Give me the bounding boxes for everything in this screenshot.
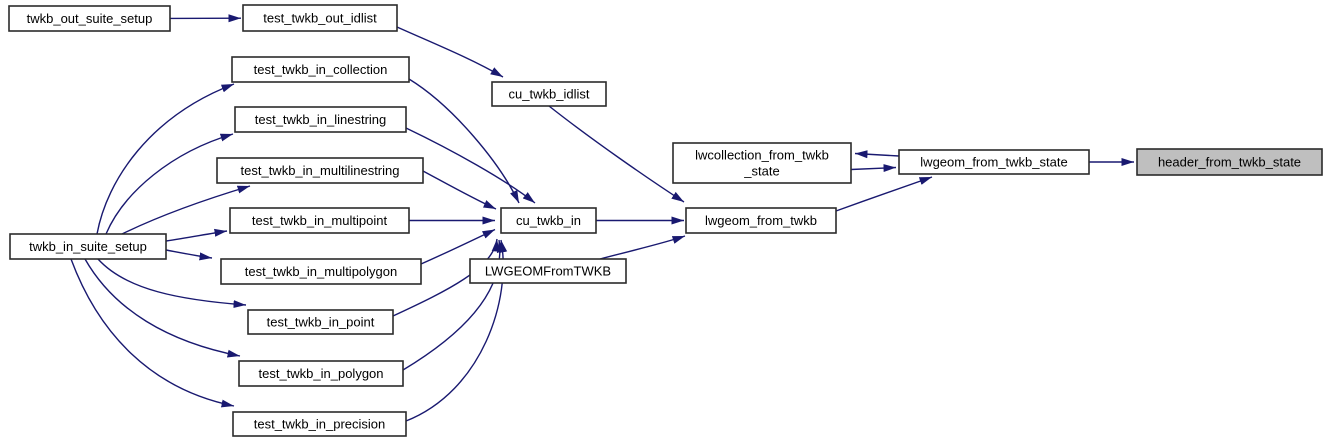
node-label: test_twkb_in_precision: [254, 417, 386, 432]
edge-test_twkb_in_polygon-to-cu_twkb_in: [402, 239, 505, 371]
node-box: [234, 106, 407, 133]
edge-test_twkb_in_point-to-cu_twkb_in: [392, 238, 500, 317]
node-test_twkb_in_multilinestring[interactable]: test_twkb_in_multilinestring: [216, 157, 424, 184]
edge-test_twkb_in_linestring-to-cu_twkb_in: [405, 127, 536, 204]
edge-twkb_in_suite_setup-to-test_twkb_in_multilinestring: [121, 185, 251, 235]
node-box: [469, 258, 627, 284]
node-label: lwgeom_from_twkb: [705, 213, 817, 228]
edge-test_twkb_in_collection-to-cu_twkb_in: [408, 78, 520, 204]
edge-LWGEOMFromTWKB-to-lwgeom_from_twkb: [599, 235, 686, 260]
node-box: [500, 207, 597, 234]
node-header_from_twkb_state: header_from_twkb_state: [1136, 148, 1323, 176]
edge-twkb_in_suite_setup-to-test_twkb_in_multipolygon: [165, 249, 213, 261]
node-box: [229, 207, 410, 234]
node-box: [491, 81, 607, 107]
node-box: [672, 142, 852, 184]
node-test_twkb_in_multipoint[interactable]: test_twkb_in_multipoint: [229, 207, 410, 234]
node-lwgeom_from_twkb_state[interactable]: lwgeom_from_twkb_state: [898, 149, 1090, 175]
node-box-highlighted: [1136, 148, 1323, 176]
edge-twkb_in_suite_setup-to-test_twkb_in_precision: [70, 258, 235, 408]
node-twkb_in_suite_setup[interactable]: twkb_in_suite_setup: [9, 233, 167, 260]
node-test_twkb_in_collection[interactable]: test_twkb_in_collection: [231, 56, 410, 83]
node-box: [8, 5, 171, 32]
node-test_twkb_in_multipolygon[interactable]: test_twkb_in_multipolygon: [220, 258, 422, 285]
node-lwgeom_from_twkb[interactable]: lwgeom_from_twkb: [685, 207, 837, 234]
node-box: [238, 360, 404, 387]
node-label-line1: lwcollection_from_twkb: [695, 148, 829, 163]
node-test_twkb_in_precision[interactable]: test_twkb_in_precision: [232, 411, 407, 437]
node-label: test_twkb_in_multilinestring: [241, 163, 400, 178]
nodes-layer: twkb_out_suite_setup test_twkb_out_idlis…: [8, 4, 1323, 437]
edge-lwcollection_from_twkb_state-to-lwgeom_from_twkb_state: [850, 164, 897, 173]
node-label: test_twkb_in_collection: [254, 62, 388, 77]
node-label: header_from_twkb_state: [1158, 155, 1301, 170]
node-test_twkb_in_point[interactable]: test_twkb_in_point: [247, 309, 394, 335]
edge-lwgeom_from_twkb-to-lwgeom_from_twkb_state: [835, 176, 933, 212]
node-label: LWGEOMFromTWKB: [485, 264, 611, 279]
edge-cu_twkb_idlist-to-lwgeom_from_twkb: [548, 105, 685, 203]
node-box: [231, 56, 410, 83]
node-box: [247, 309, 394, 335]
edge-twkb_in_suite_setup-to-test_twkb_in_multipoint: [165, 228, 228, 242]
node-box: [220, 258, 422, 285]
edge-twkb_in_suite_setup-to-test_twkb_in_polygon: [84, 258, 241, 358]
edge-test_twkb_in_multipolygon-to-cu_twkb_in: [420, 228, 496, 265]
node-box: [242, 4, 398, 32]
node-label: test_twkb_in_multipoint: [252, 213, 388, 228]
node-label: twkb_in_suite_setup: [29, 239, 147, 254]
node-label: test_twkb_out_idlist: [263, 11, 377, 26]
edges-layer: [70, 14, 1134, 422]
node-test_twkb_in_polygon[interactable]: test_twkb_in_polygon: [238, 360, 404, 387]
node-label: lwgeom_from_twkb_state: [920, 155, 1067, 170]
node-cu_twkb_idlist[interactable]: cu_twkb_idlist: [491, 81, 607, 107]
node-twkb_out_suite_setup[interactable]: twkb_out_suite_setup: [8, 5, 171, 32]
node-box: [232, 411, 407, 437]
edge-twkb_in_suite_setup-to-test_twkb_in_point: [97, 258, 247, 309]
node-box: [898, 149, 1090, 175]
node-label: cu_twkb_in: [516, 213, 581, 228]
node-LWGEOMFromTWKB[interactable]: LWGEOMFromTWKB: [469, 258, 627, 284]
node-test_twkb_out_idlist[interactable]: test_twkb_out_idlist: [242, 4, 398, 32]
edge-lwgeom_from_twkb_state-to-lwcollection_from_twkb_state: [854, 150, 900, 159]
edge-twkb_in_suite_setup-to-test_twkb_in_collection: [96, 83, 235, 235]
node-label: test_twkb_in_multipolygon: [245, 264, 397, 279]
edge-test_twkb_out_idlist-to-cu_twkb_idlist: [396, 26, 504, 78]
edge-twkb_in_suite_setup-to-test_twkb_in_linestring: [105, 133, 234, 235]
edge-test_twkb_in_multilinestring-to-cu_twkb_in: [422, 170, 497, 210]
node-box: [685, 207, 837, 234]
node-cu_twkb_in[interactable]: cu_twkb_in: [500, 207, 597, 234]
node-label: twkb_out_suite_setup: [27, 11, 153, 26]
node-test_twkb_in_linestring[interactable]: test_twkb_in_linestring: [234, 106, 407, 133]
node-label: test_twkb_in_point: [267, 315, 375, 330]
node-box: [9, 233, 167, 260]
node-lwcollection_from_twkb_state[interactable]: lwcollection_from_twkb _state: [672, 142, 852, 184]
node-box: [216, 157, 424, 184]
node-label-line2: _state: [743, 164, 779, 179]
node-label: test_twkb_in_linestring: [255, 112, 387, 127]
node-label: test_twkb_in_polygon: [258, 366, 383, 381]
node-label: cu_twkb_idlist: [509, 87, 590, 102]
